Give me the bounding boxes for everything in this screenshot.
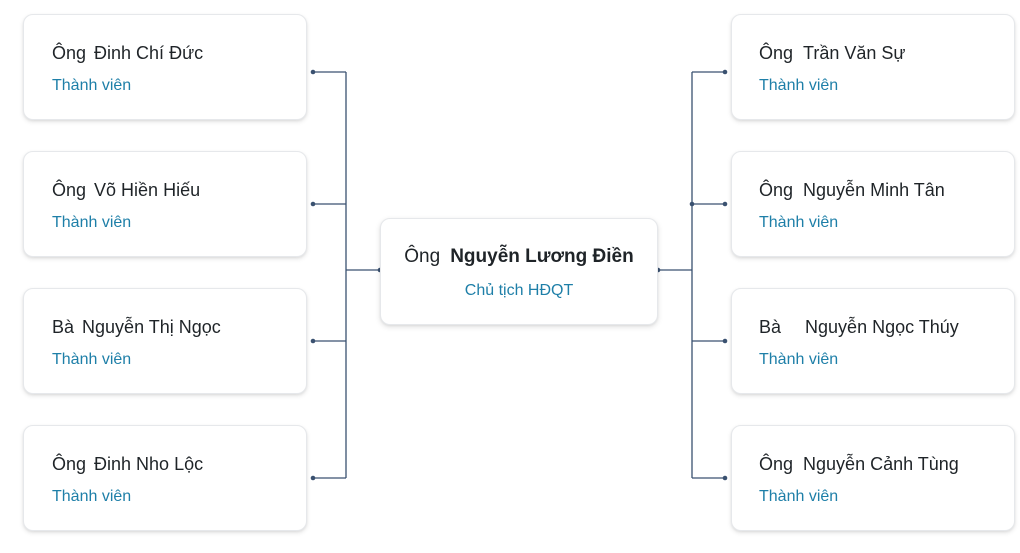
member-card-right-2: Ông Nguyễn Minh Tân Thành viên (731, 151, 1015, 257)
member-name: Nguyễn Cảnh Tùng (803, 454, 959, 474)
chairman-name-line: Ông Nguyễn Lương Điền (381, 246, 657, 268)
member-name-line: Bà Nguyễn Ngọc Thúy (759, 317, 959, 338)
member-name-line: Ông Đinh Chí Đức (52, 43, 203, 64)
member-role: Thành viên (759, 77, 839, 94)
member-name-line: Ông Trần Văn Sự (759, 43, 905, 64)
member-name: Đinh Nho Lộc (94, 454, 204, 474)
member-name-line: Ông Võ Hiền Hiếu (52, 180, 200, 201)
member-name-line: Ông Nguyễn Cảnh Tùng (759, 454, 959, 475)
member-name-line: Ông Nguyễn Minh Tân (759, 180, 945, 201)
member-card-left-2: Ông Võ Hiền Hiếu Thành viên (23, 151, 307, 257)
member-name-line: Bà Nguyễn Thị Ngọc (52, 317, 221, 338)
connector-dot (689, 201, 695, 207)
chairman-name: Nguyễn Lương Điền (450, 246, 634, 267)
connector-dot (310, 338, 316, 344)
member-role: Thành viên (52, 214, 132, 231)
member-card-left-1: Ông Đinh Chí Đức Thành viên (23, 14, 307, 120)
member-card-right-1: Ông Trần Văn Sự Thành viên (731, 14, 1015, 120)
member-honorific: Bà (759, 317, 782, 337)
member-card-right-4: Ông Nguyễn Cảnh Tùng Thành viên (731, 425, 1015, 531)
connector-dot (310, 475, 316, 481)
member-honorific: Ông (759, 180, 794, 200)
member-name: Trần Văn Sự (803, 43, 906, 63)
member-honorific: Ông (52, 180, 87, 200)
connector-dot (722, 201, 728, 207)
member-honorific: Ông (52, 43, 87, 63)
member-name: Nguyễn Ngọc Thúy (805, 317, 959, 337)
member-honorific: Ông (52, 454, 87, 474)
connector-dot (310, 69, 316, 75)
member-honorific: Ông (759, 454, 794, 474)
member-role: Thành viên (52, 351, 132, 368)
member-name: Nguyễn Minh Tân (803, 180, 945, 200)
chairman-honorific: Ông (404, 246, 441, 267)
member-role: Thành viên (759, 351, 839, 368)
member-card-right-3: Bà Nguyễn Ngọc Thúy Thành viên (731, 288, 1015, 394)
member-name-line: Ông Đinh Nho Lộc (52, 454, 203, 475)
member-role: Thành viên (52, 77, 132, 94)
member-honorific: Ông (759, 43, 794, 63)
chairman-card: Ông Nguyễn Lương Điền Chủ tịch HĐQT (380, 218, 658, 325)
connector-dot (722, 69, 728, 75)
connector-dot (722, 338, 728, 344)
member-honorific: Bà (52, 317, 75, 337)
member-role: Thành viên (52, 488, 132, 505)
connector-dot (310, 201, 316, 207)
member-name: Đinh Chí Đức (94, 43, 204, 63)
member-card-left-3: Bà Nguyễn Thị Ngọc Thành viên (23, 288, 307, 394)
member-role: Thành viên (759, 488, 839, 505)
chairman-role: Chủ tịch HĐQT (464, 282, 574, 299)
connector-dot (722, 475, 728, 481)
member-role: Thành viên (759, 214, 839, 231)
member-name: Võ Hiền Hiếu (94, 180, 201, 200)
member-card-left-4: Ông Đinh Nho Lộc Thành viên (23, 425, 307, 531)
member-name: Nguyễn Thị Ngọc (82, 317, 221, 337)
